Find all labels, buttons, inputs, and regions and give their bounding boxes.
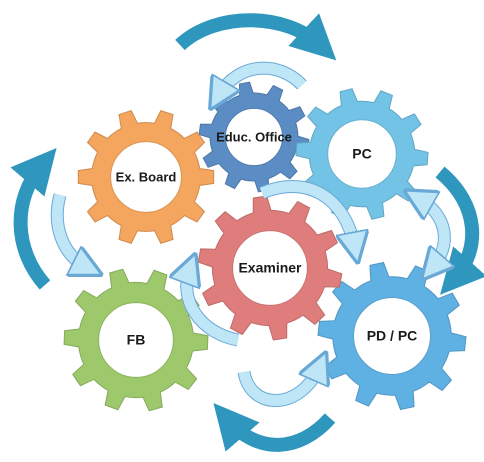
arrow-bottom-light-stroke [238,366,320,406]
gear-examiner-hub [232,230,308,306]
arrow-examiner-top-stroke [259,181,355,248]
gear-ex-board-label: Ex. Board [116,169,177,184]
arrow-bottom-dark [213,403,336,452]
arrow-left-dark [10,147,57,290]
gear-pc: PC [295,88,429,220]
arrow-educ-light-stroke [218,62,306,96]
gear-pc-hub [327,119,397,189]
gear-educ-office: Educ. Office [198,81,310,193]
gear-pd-pc: PD / PC [317,261,467,411]
gear-pd-pc-label: PD / PC [367,328,418,344]
arrow-right-dark [435,166,484,295]
gear-fb-label: FB [127,332,146,348]
gear-fb-hub [98,302,174,378]
gear-examiner-label: Examiner [238,260,302,276]
arrow-examiner-left-stroke [187,268,240,346]
gear-ex-board: Ex. Board [77,109,215,245]
arrow-top-dark-stroke [175,13,337,61]
arrow-pc-light [418,198,444,268]
arrow-bottom-light [237,366,320,407]
gear-pc-label: PC [352,146,371,162]
arrow-exboard-light [50,193,88,268]
arrow-educ-light [218,61,307,96]
arrow-exboard-light-stroke [51,193,88,268]
arrow-bottom-dark-stroke [213,403,336,452]
gear-ex-board-hub [110,141,182,213]
gear-educ-office-hub [224,107,284,167]
arrow-left-dark-stroke [10,147,57,290]
arrow-examiner-top [259,180,355,248]
arrow-top-dark [175,13,337,61]
gear-fb: FB [63,268,209,412]
gear-examiner: Examiner [197,195,343,341]
arrow-right-dark-stroke [435,166,484,295]
arrow-examiner-left [187,268,240,347]
arrow-pc-light-stroke [418,198,444,268]
gear-pd-pc-hub [353,297,431,375]
gear-educ-office-label: Educ. Office [216,129,292,144]
